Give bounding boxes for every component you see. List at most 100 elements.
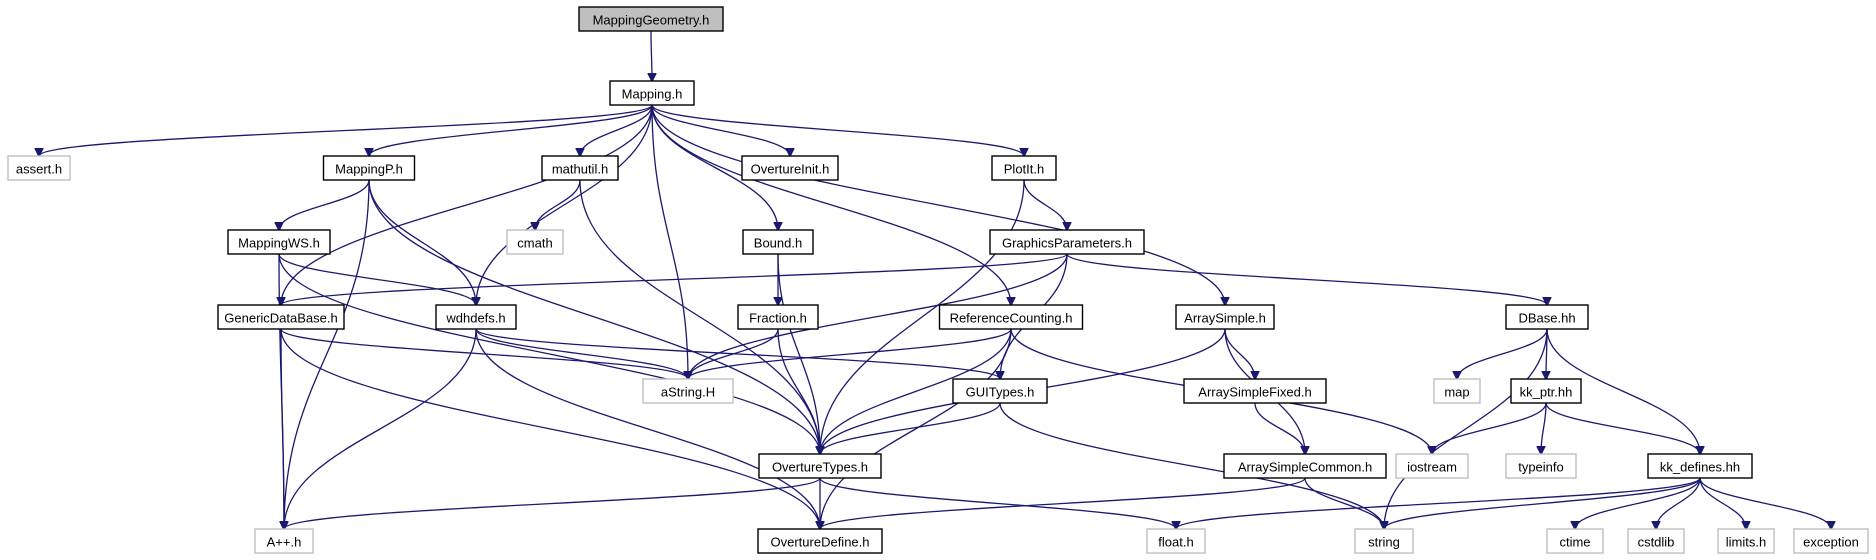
edge-line <box>39 104 653 156</box>
node-mappinggeometry-h[interactable]: MappingGeometry.h <box>578 6 724 32</box>
node-box <box>322 155 416 181</box>
edge-mathutil-to-overturetypes <box>579 179 820 454</box>
edge-referencecounting-to-overturedefine <box>820 328 1012 529</box>
node-astring-h: aString.H <box>642 378 734 404</box>
edge-mapping-to-arraysimple <box>651 104 1225 305</box>
edge-line <box>820 477 1306 529</box>
edge-line <box>368 179 820 454</box>
node-overturedefine-h[interactable]: OvertureDefine.h <box>757 528 883 554</box>
edge-line <box>1545 402 1700 454</box>
node-box <box>578 6 724 32</box>
node-mappingws-h[interactable]: MappingWS.h <box>227 229 331 255</box>
edge-line <box>1541 402 1547 454</box>
node-box <box>1505 304 1589 330</box>
edge-line <box>651 104 790 156</box>
edge-line <box>1546 328 1700 454</box>
edge-kk-ptr-to-kk-defines <box>1545 402 1700 454</box>
node-box <box>757 528 883 554</box>
node-wdhdefs-h[interactable]: wdhdefs.h <box>435 304 517 330</box>
node-box <box>758 453 882 479</box>
node-box <box>1627 528 1685 554</box>
edge-kk-defines-to-float <box>1176 477 1701 529</box>
node-limits-h: limits.h <box>1717 528 1775 554</box>
edge-plotit-to-overturetypes <box>820 179 1025 454</box>
node-label: iostream <box>1407 460 1457 475</box>
edge-line <box>1023 179 1067 230</box>
edge-line <box>1384 328 1548 529</box>
edge-genericdatabase-to-app <box>281 328 284 529</box>
node-box <box>1717 528 1775 554</box>
node-box <box>1175 304 1275 330</box>
node-mapping-h[interactable]: Mapping.h <box>609 80 695 106</box>
node-box <box>1793 528 1869 554</box>
node-genericdatabase-h[interactable]: GenericDataBase.h <box>217 304 345 330</box>
edge-line <box>579 179 820 454</box>
edge-mathutil-to-cmath <box>535 179 581 230</box>
node-graphicsparameters-h[interactable]: GraphicsParameters.h <box>989 229 1145 255</box>
edge-line <box>688 328 1012 379</box>
node-box <box>435 304 517 330</box>
node-referencecounting-h[interactable]: ReferenceCounting.h <box>938 304 1084 330</box>
node-box <box>991 155 1057 181</box>
edge-line <box>651 30 652 81</box>
edge-line <box>580 104 653 156</box>
edge-line <box>651 104 1024 156</box>
edge-wdhdefs-to-overturedefine <box>475 328 820 529</box>
edge-graphicsparameters-to-genericdatabase <box>281 253 1068 305</box>
edge-line <box>279 179 370 230</box>
edge-wdhdefs-to-app <box>284 328 477 529</box>
edge-line <box>651 104 1225 305</box>
edge-referencecounting-to-overturetypes <box>820 328 1012 454</box>
edge-arraysimplefixed-to-arraysimplecommon <box>1254 402 1305 454</box>
node-label: kk_ptr.hh <box>1520 385 1573 400</box>
node-label: limits.h <box>1726 535 1766 550</box>
node-label: ArraySimpleCommon.h <box>1238 460 1372 475</box>
edge-mappingp-to-mappingws <box>279 179 370 230</box>
node-fraction-h[interactable]: Fraction.h <box>737 304 819 330</box>
node-plotit-h[interactable]: PlotIt.h <box>991 155 1057 181</box>
node-overturetypes-h[interactable]: OvertureTypes.h <box>758 453 882 479</box>
node-box <box>1546 528 1604 554</box>
edge-line <box>777 253 820 454</box>
edge-dbase-to-kk-defines <box>1546 328 1700 454</box>
edge-guitypes-to-overturetypes <box>820 402 1001 454</box>
node-overtureinit-h[interactable]: OvertureInit.h <box>741 155 839 181</box>
edge-line <box>1224 328 1255 379</box>
node-mappingp-h[interactable]: MappingP.h <box>322 155 416 181</box>
node-label: string <box>1368 535 1400 550</box>
edge-mapping-to-assert <box>39 104 653 156</box>
node-box <box>506 229 564 255</box>
node-arraysimplecommon-h[interactable]: ArraySimpleCommon.h <box>1223 453 1387 479</box>
edge-mappingws-to-wdhdefs <box>278 253 476 305</box>
node-box <box>1647 453 1753 479</box>
node-label: ArraySimpleFixed.h <box>1198 385 1311 400</box>
node-a-h: A++.h <box>254 528 314 554</box>
edge-mappingp-to-overturetypes <box>368 179 820 454</box>
node-arraysimplefixed-h[interactable]: ArraySimpleFixed.h <box>1183 378 1327 404</box>
edge-kk-defines-to-cstdlib <box>1656 477 1701 529</box>
node-kk-defines-hh[interactable]: kk_defines.hh <box>1647 453 1753 479</box>
edge-kk-ptr-to-iostream <box>1432 402 1547 454</box>
node-bound-h[interactable]: Bound.h <box>742 229 814 255</box>
edge-mapping-to-mathutil <box>580 104 653 156</box>
edges-layer <box>39 30 1831 529</box>
edge-line <box>278 253 820 454</box>
node-box <box>642 378 734 404</box>
edge-line <box>369 104 653 156</box>
edge-genericdatabase-to-astring <box>280 328 688 379</box>
edge-line <box>368 179 476 305</box>
node-arraysimple-h[interactable]: ArraySimple.h <box>1175 304 1275 330</box>
node-dbase-hh[interactable]: DBase.hh <box>1505 304 1589 330</box>
edge-dbase-to-map <box>1457 328 1548 379</box>
node-kk-ptr-hh[interactable]: kk_ptr.hh <box>1510 378 1582 404</box>
node-iostream: iostream <box>1395 453 1469 479</box>
edge-bound-to-overturetypes <box>777 253 820 454</box>
node-typeinfo: typeinfo <box>1505 453 1577 479</box>
edge-graphicsparameters-to-astring <box>688 253 1068 379</box>
edge-line <box>1699 477 1831 529</box>
node-guitypes-h[interactable]: GUITypes.h <box>952 378 1048 404</box>
edge-line <box>1575 477 1701 529</box>
edge-mapping-to-overtureinit <box>651 104 790 156</box>
node-float-h: float.h <box>1146 528 1206 554</box>
node-mathutil-h[interactable]: mathutil.h <box>541 155 619 181</box>
